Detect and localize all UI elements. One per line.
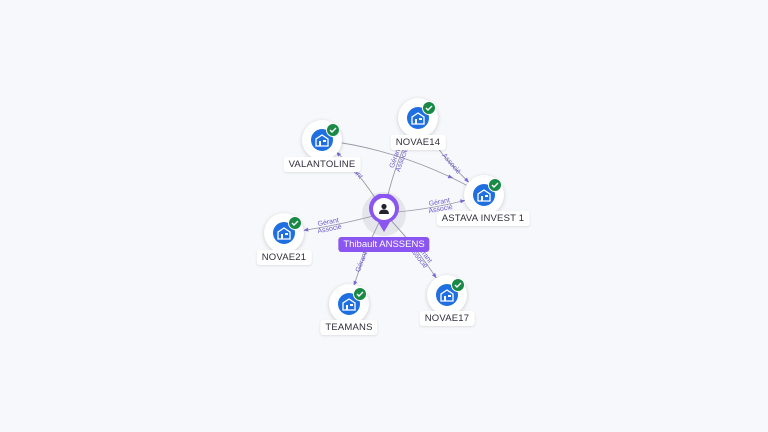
- edge-arrow-valantoline-astava: [447, 174, 454, 179]
- company-label-teamans[interactable]: TEAMANS: [320, 320, 378, 335]
- company-label-valantoline[interactable]: VALANTOLINE: [283, 157, 361, 172]
- edge-arrow-center-novae21: [303, 227, 309, 232]
- company-label-astava[interactable]: ASTAVA INVEST 1: [436, 211, 530, 226]
- verified-check-icon: [288, 216, 302, 230]
- company-node-teamans[interactable]: [329, 284, 369, 324]
- company-label-novae17[interactable]: NOVAE17: [419, 311, 475, 326]
- company-node-novae21[interactable]: [264, 213, 304, 253]
- verified-check-icon: [451, 278, 465, 292]
- company-label-novae14[interactable]: NOVAE14: [390, 135, 446, 150]
- verified-check-icon: [353, 287, 367, 301]
- company-node-astava[interactable]: [464, 175, 504, 215]
- company-building-icon: [477, 189, 491, 202]
- verified-check-icon: [488, 178, 502, 192]
- person-name-label[interactable]: Thibault ANSSENS: [338, 237, 430, 252]
- company-building-icon: [440, 289, 454, 302]
- company-building-icon: [411, 112, 425, 125]
- edge-arrow-center-novae17: [431, 272, 437, 279]
- verified-check-icon: [326, 123, 340, 137]
- person-icon: [379, 203, 389, 214]
- company-building-icon: [315, 134, 329, 147]
- center-person-node[interactable]: [362, 192, 406, 236]
- company-building-icon: [277, 227, 291, 240]
- company-label-novae21[interactable]: NOVAE21: [256, 250, 312, 265]
- edge-arrow-center-astava: [460, 199, 466, 204]
- company-node-valantoline[interactable]: [302, 120, 342, 160]
- edge-arrow-center-valantoline: [336, 151, 342, 157]
- company-building-icon: [342, 298, 356, 311]
- verified-check-icon: [422, 101, 436, 115]
- company-node-novae17[interactable]: [427, 275, 467, 315]
- company-node-novae14[interactable]: [398, 98, 438, 138]
